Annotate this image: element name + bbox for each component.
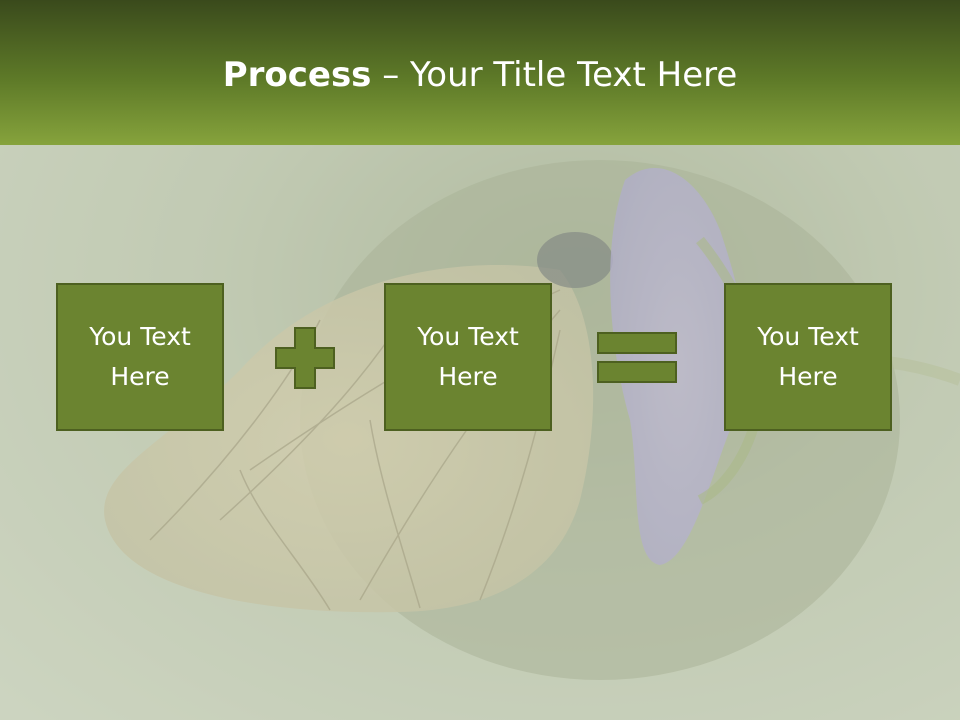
title-rest: – Your Title Text Here	[371, 55, 738, 95]
slide-title: Process – Your Title Text Here	[0, 52, 960, 98]
equals-icon	[597, 332, 677, 383]
process-box-1-text: You Text Here	[89, 322, 191, 391]
title-bold: Process	[222, 55, 372, 95]
plus-icon	[275, 327, 335, 389]
process-box-1[interactable]: You Text Here	[56, 283, 224, 431]
process-box-2[interactable]: You Text Here	[384, 283, 552, 431]
process-box-3-text: You Text Here	[757, 322, 859, 391]
process-box-2-text: You Text Here	[417, 322, 519, 391]
title-bar: Process – Your Title Text Here	[0, 0, 960, 145]
process-box-3[interactable]: You Text Here	[724, 283, 892, 431]
